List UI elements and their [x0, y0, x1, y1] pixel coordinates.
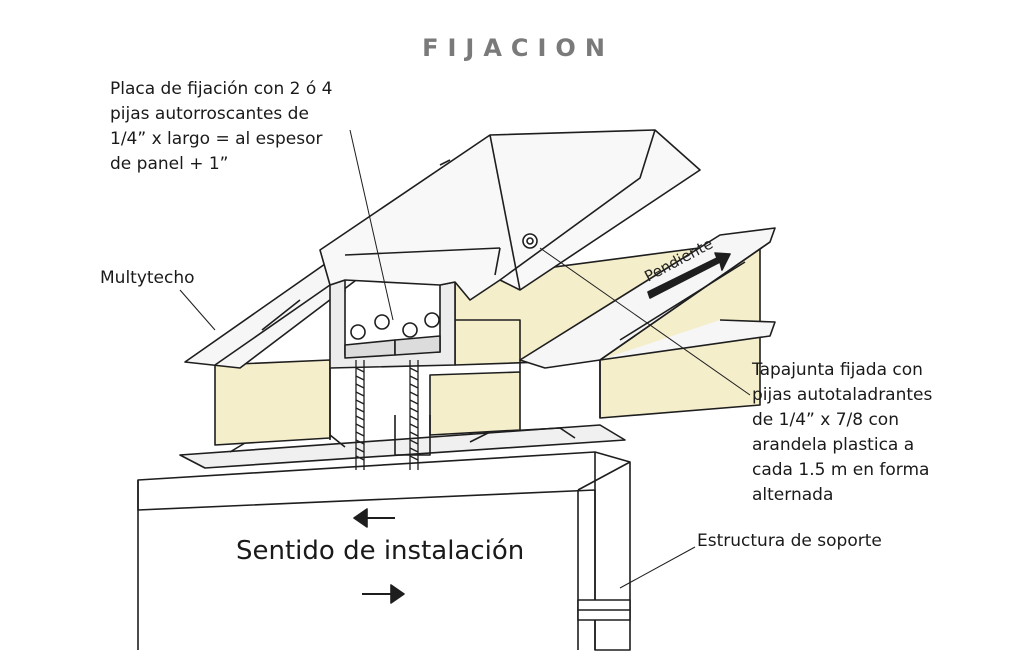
tapajunta-line: pijas autotaladrantes: [752, 385, 933, 405]
fixing-screws: [355, 360, 419, 470]
fixing-plate-line: 1/4” x largo = al espesor: [110, 129, 323, 149]
tapajunta-line: alternada: [752, 485, 834, 505]
tapajunta-label: Tapajunta fijada con pijas autotaladrant…: [752, 358, 932, 508]
support-structure: [137, 451, 631, 651]
fixing-plate-line: pijas autorroscantes de: [110, 104, 309, 124]
tapajunta-line: Tapajunta fijada con: [752, 360, 923, 380]
support-structure-text: Estructura de soporte: [697, 531, 882, 551]
tapajunta-line: de 1/4” x 7/8 con: [752, 410, 899, 430]
page-title: FIJACION: [422, 34, 614, 62]
fixing-plate-line: de panel + 1”: [110, 154, 229, 174]
slope-arrow: [647, 252, 731, 299]
tapajunta-line: arandela plastica a: [752, 435, 915, 455]
fixing-plate-line: Placa de fijación con 2 ó 4: [110, 79, 333, 99]
leader-lines: [179, 129, 751, 589]
installation-direction-label: Sentido de instalación: [236, 536, 525, 566]
fixing-plate: [344, 312, 441, 359]
multytecho-text: Multytecho: [100, 268, 195, 288]
fixing-plate-label: Placa de fijación con 2 ó 4 pijas autorr…: [110, 77, 332, 177]
left-panel-core: [214, 359, 331, 446]
support-structure-label: Estructura de soporte: [697, 529, 882, 554]
multytecho-label: Multytecho: [100, 266, 195, 291]
tapajunta-line: cada 1.5 m en forma: [752, 460, 930, 480]
tapajunta-cover: [319, 129, 701, 301]
direction-arrows: [353, 508, 405, 604]
bottom-sheet: [179, 424, 626, 469]
